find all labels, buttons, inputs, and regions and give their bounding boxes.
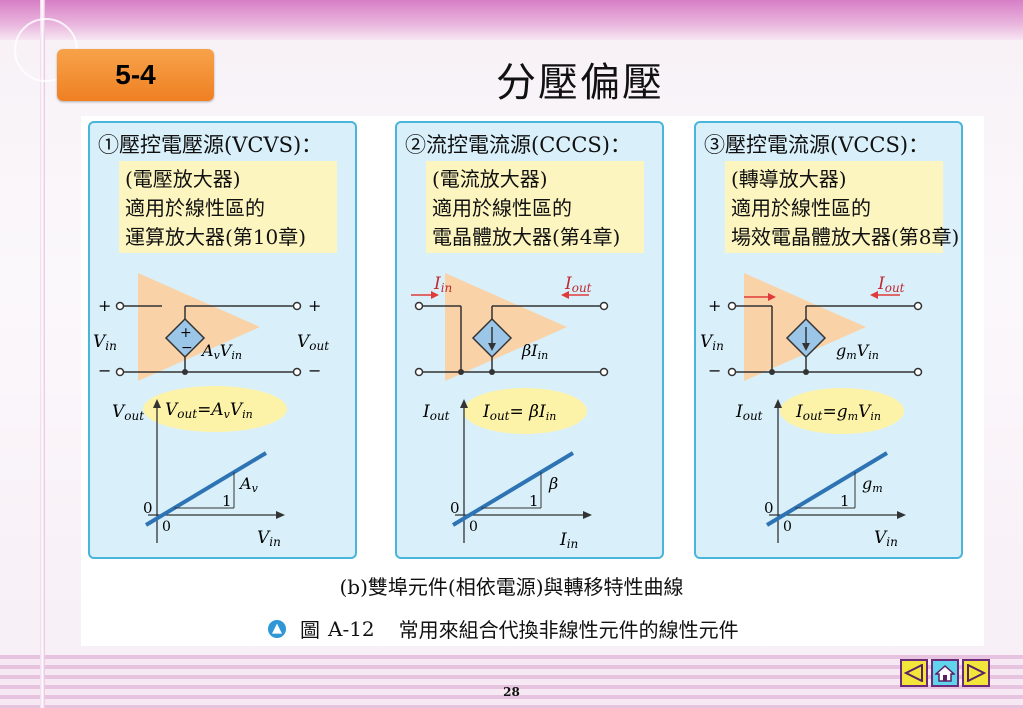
panel-heading: ②流控電流源(CCCS)： xyxy=(405,133,631,157)
amplifier-triangle xyxy=(445,273,567,381)
up-arrow-circle-icon: ▲ xyxy=(268,619,286,638)
panel-line: 適用於線性區的 xyxy=(125,196,265,220)
next-slide-button[interactable] xyxy=(962,659,990,687)
svg-text:−: − xyxy=(308,361,321,380)
svg-text:Iout: Iout xyxy=(877,274,905,295)
panel-line: 電晶體放大器(第4章) xyxy=(432,225,621,249)
panel-highlight xyxy=(426,161,644,253)
panel-line: (轉導放大器) xyxy=(731,167,847,191)
svg-text:0: 0 xyxy=(450,499,460,517)
svg-text:gm: gm xyxy=(862,474,883,495)
svg-text:AvVin: AvVin xyxy=(200,341,242,362)
svg-text:gmVin: gmVin xyxy=(836,341,879,362)
figure-label: 圖 xyxy=(300,618,320,642)
svg-text:Iout: Iout xyxy=(735,402,763,423)
svg-text:+: + xyxy=(708,296,721,315)
svg-text:0: 0 xyxy=(764,499,774,517)
home-button[interactable] xyxy=(931,659,959,687)
svg-text:0: 0 xyxy=(783,519,792,535)
left-triangle-icon xyxy=(904,664,923,682)
svg-text:βIin: βIin xyxy=(521,341,548,362)
panel-cccs: ②流控電流源(CCCS)： (電流放大器) 適用於線性區的 電晶體放大器(第4章… xyxy=(395,121,664,559)
right-triangle-icon xyxy=(967,664,986,682)
panel-heading: ①壓控電壓源(VCVS)： xyxy=(98,133,323,157)
figure-caption: ▲ 圖 A-12 常用來組合代換非線性元件的線性元件 xyxy=(268,614,739,643)
terminal xyxy=(292,301,302,311)
panel-line: 適用於線性區的 xyxy=(731,196,871,220)
home-icon xyxy=(935,664,955,682)
bottom-stripes xyxy=(0,655,1023,708)
svg-text:Av: Av xyxy=(238,474,259,495)
panel-vcvs: ①壓控電壓源(VCVS)： (電壓放大器) 適用於線性區的 運算放大器(第10章… xyxy=(88,121,357,559)
svg-text:Vin: Vin xyxy=(257,528,281,549)
svg-text:+: + xyxy=(180,325,192,341)
svg-text:β: β xyxy=(548,474,558,493)
figure-description: 常用來組合代換非線性元件的線性元件 xyxy=(398,618,739,642)
figure-number: A-12 xyxy=(328,616,375,641)
vcvs-diagram: + − + − + − Vin Vout AvVin Vout=AvVin Vo… xyxy=(93,273,329,549)
svg-text:0: 0 xyxy=(469,519,478,535)
figure-subcaption: (b)雙埠元件(相依電源)與轉移特性曲線 xyxy=(339,575,684,599)
svg-text:+: + xyxy=(98,296,111,315)
terminal xyxy=(115,367,125,377)
svg-text:Iout: Iout xyxy=(564,274,592,295)
panel-line: (電壓放大器) xyxy=(125,167,241,191)
svg-text:0: 0 xyxy=(143,499,153,517)
panel-highlight xyxy=(725,161,943,253)
svg-text:Vout: Vout xyxy=(297,332,329,353)
cccs-diagram: Iin Iout βIin Iout= βIin Iout β 1 0 0 Ii… xyxy=(411,273,609,551)
svg-text:Vin: Vin xyxy=(700,332,724,353)
panel-line: 運算放大器(第10章) xyxy=(125,225,307,249)
svg-text:Iout=gmVin: Iout=gmVin xyxy=(795,402,881,423)
svg-text:1: 1 xyxy=(222,492,232,510)
svg-text:+: + xyxy=(308,296,321,315)
vertical-decoration-line xyxy=(40,0,45,708)
dependent-voltage-source xyxy=(164,317,206,359)
slide-title: 分壓偏壓 xyxy=(496,60,664,106)
svg-text:Vout: Vout xyxy=(112,402,144,423)
amplifier-triangle xyxy=(138,273,260,381)
panel-line: 適用於線性區的 xyxy=(432,196,572,220)
panel-line: (電流放大器) xyxy=(432,167,548,191)
section-badge: 5-4 xyxy=(57,49,214,101)
panel-heading: ③壓控電流源(VCCS)： xyxy=(704,133,930,157)
svg-text:Iout: Iout xyxy=(422,402,450,423)
svg-text:1: 1 xyxy=(840,492,850,510)
svg-text:−: − xyxy=(181,340,193,356)
prev-slide-button[interactable] xyxy=(900,659,928,687)
svg-text:−: − xyxy=(98,361,111,380)
panel-highlight xyxy=(119,161,337,253)
panel-vccs: ③壓控電流源(VCCS)： (轉導放大器) 適用於線性區的 場效電晶體放大器(第… xyxy=(694,121,963,559)
svg-text:−: − xyxy=(708,361,721,380)
terminal xyxy=(115,301,125,311)
svg-text:1: 1 xyxy=(529,492,539,510)
panel-line: 場效電晶體放大器(第8章) xyxy=(731,225,960,249)
page-number: 28 xyxy=(503,685,520,699)
svg-text:0: 0 xyxy=(162,519,171,535)
svg-text:Vin: Vin xyxy=(93,332,117,353)
top-decoration-band xyxy=(0,0,1023,40)
terminal xyxy=(292,367,302,377)
svg-text:Iin: Iin xyxy=(559,530,578,551)
svg-text:Vin: Vin xyxy=(874,528,898,549)
vccs-diagram: Iout + − Vin gmVin Iout=gmVin Iout gm 1 … xyxy=(700,273,923,549)
